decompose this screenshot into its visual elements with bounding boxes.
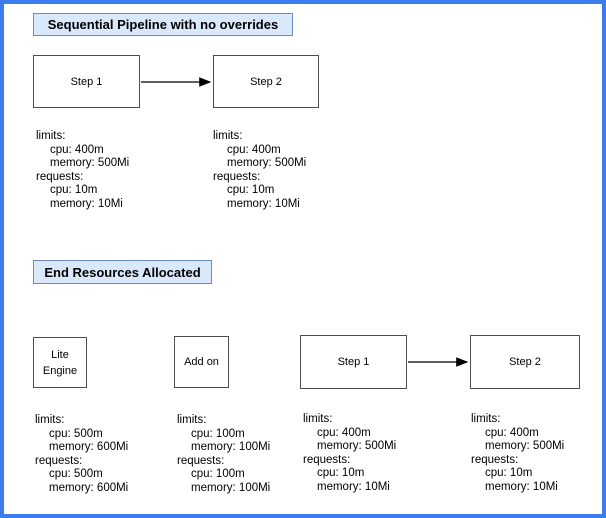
resource-line: cpu: 500m [49, 427, 103, 440]
resources-add-on: limits: cpu: 100m memory: 100Mi requests… [177, 414, 270, 495]
resource-line: requests: [36, 170, 84, 183]
resource-line: cpu: 10m [317, 467, 365, 479]
resource-line: memory: 600Mi [49, 481, 129, 494]
resource-line: memory: 500Mi [485, 440, 565, 452]
resource-line: memory: 500Mi [317, 440, 397, 452]
resource-line: memory: 10Mi [227, 197, 300, 210]
resource-line: requests: [471, 453, 519, 466]
resource-line: limits: [303, 413, 333, 425]
resources-pipeline-step1: limits: cpu: 400m memory: 500Mi requests… [36, 130, 129, 211]
resource-line: cpu: 500m [49, 468, 103, 480]
resource-line: limits: [35, 414, 65, 426]
node-add-on: Add on [174, 336, 229, 388]
resource-line: memory: 100Mi [191, 481, 271, 494]
resource-line: requests: [303, 453, 351, 466]
resource-line: cpu: 400m [317, 426, 371, 439]
resource-line: cpu: 10m [50, 184, 98, 196]
node-pipeline-step2: Step 2 [213, 55, 319, 108]
node-end-step1: Step 1 [300, 335, 407, 389]
resource-line: cpu: 100m [191, 427, 245, 440]
resource-line: memory: 500Mi [227, 157, 307, 169]
section-title-end-resources: End Resources Allocated [33, 260, 212, 284]
node-end-step2: Step 2 [470, 335, 580, 389]
resource-line: memory: 10Mi [485, 480, 558, 493]
section-title-pipeline: Sequential Pipeline with no overrides [33, 13, 293, 36]
resource-line: cpu: 100m [191, 468, 245, 480]
resource-line: memory: 100Mi [191, 441, 271, 453]
resource-line: cpu: 10m [485, 467, 533, 479]
resource-line: memory: 10Mi [50, 197, 123, 210]
resources-end-step1: limits: cpu: 400m memory: 500Mi requests… [303, 413, 396, 494]
resource-line: memory: 500Mi [50, 157, 130, 169]
resource-line: memory: 10Mi [317, 480, 390, 493]
resource-line: limits: [213, 130, 243, 142]
resource-line: cpu: 400m [485, 426, 539, 439]
resource-line: cpu: 400m [227, 143, 281, 156]
node-lite-engine: Lite Engine [33, 337, 87, 388]
resource-line: cpu: 10m [227, 184, 275, 196]
resource-line: cpu: 400m [50, 143, 104, 156]
resource-line: requests: [35, 454, 83, 467]
resource-line: limits: [177, 414, 207, 426]
resources-pipeline-step2: limits: cpu: 400m memory: 500Mi requests… [213, 130, 306, 211]
resources-lite-engine: limits: cpu: 500m memory: 600Mi requests… [35, 414, 128, 495]
node-pipeline-step1: Step 1 [33, 55, 140, 108]
resource-line: requests: [177, 454, 225, 467]
resources-end-step2: limits: cpu: 400m memory: 500Mi requests… [471, 413, 564, 494]
resource-line: memory: 600Mi [49, 441, 129, 453]
resource-line: limits: [36, 130, 66, 142]
resource-line: requests: [213, 170, 261, 183]
resource-line: limits: [471, 413, 501, 425]
